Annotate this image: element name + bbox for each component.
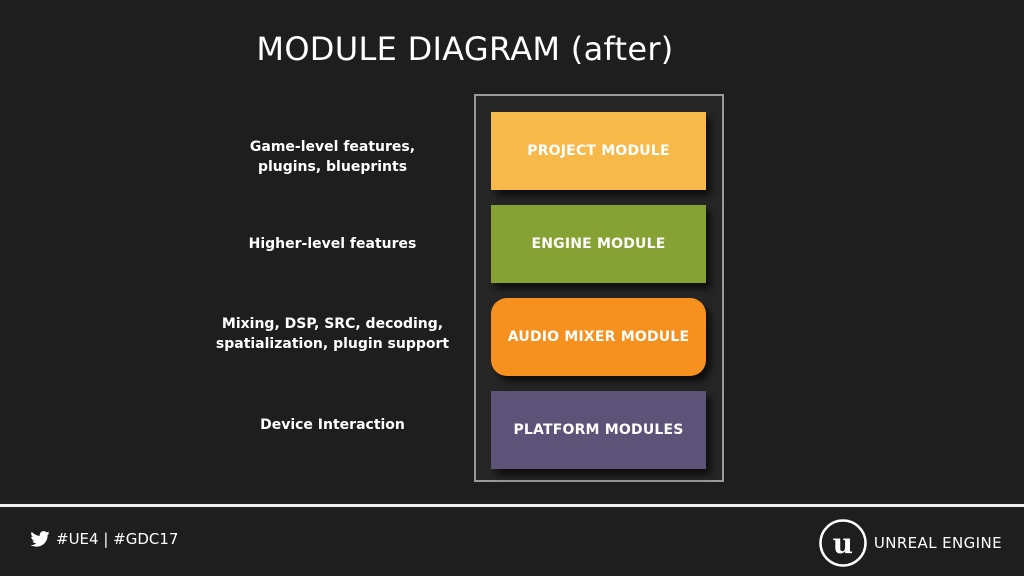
engine-module-box: ENGINE MODULE — [491, 205, 706, 283]
platform-modules-box: PLATFORM MODULES — [491, 391, 706, 469]
label-text: Device Interaction — [260, 417, 405, 433]
platform-modules-description: Device Interaction — [190, 415, 475, 435]
twitter-bird-icon — [30, 531, 50, 547]
unreal-engine-logo-icon: u — [819, 519, 867, 567]
slide-title: MODULE DIAGRAM (after) — [256, 30, 674, 68]
label-text: Game-level features, plugins, blueprints — [249, 139, 416, 175]
audio-mixer-module-box: AUDIO MIXER MODULE — [491, 298, 706, 376]
footer-divider — [0, 504, 1024, 507]
footer-hashtags: #UE4 | #GDC17 — [30, 530, 178, 548]
label-text: Higher-level features — [248, 236, 417, 252]
engine-module-description: Higher-level features — [190, 234, 475, 254]
unreal-engine-brand: u UNREAL ENGINE — [818, 518, 1002, 568]
module-label: ENGINE MODULE — [531, 236, 666, 252]
brand-text: UNREAL ENGINE — [873, 534, 1002, 552]
audio-mixer-module-description: Mixing, DSP, SRC, decoding, spatializati… — [190, 314, 475, 354]
project-module-box: PROJECT MODULE — [491, 112, 706, 190]
module-label: PLATFORM MODULES — [513, 422, 684, 438]
module-label: PROJECT MODULE — [527, 143, 670, 159]
project-module-description: Game-level features, plugins, blueprints — [190, 137, 475, 177]
svg-text:u: u — [832, 527, 853, 560]
label-text: Mixing, DSP, SRC, decoding, spatializati… — [215, 316, 450, 352]
module-label: AUDIO MIXER MODULE — [507, 329, 690, 345]
hashtags-text: #UE4 | #GDC17 — [56, 530, 179, 548]
